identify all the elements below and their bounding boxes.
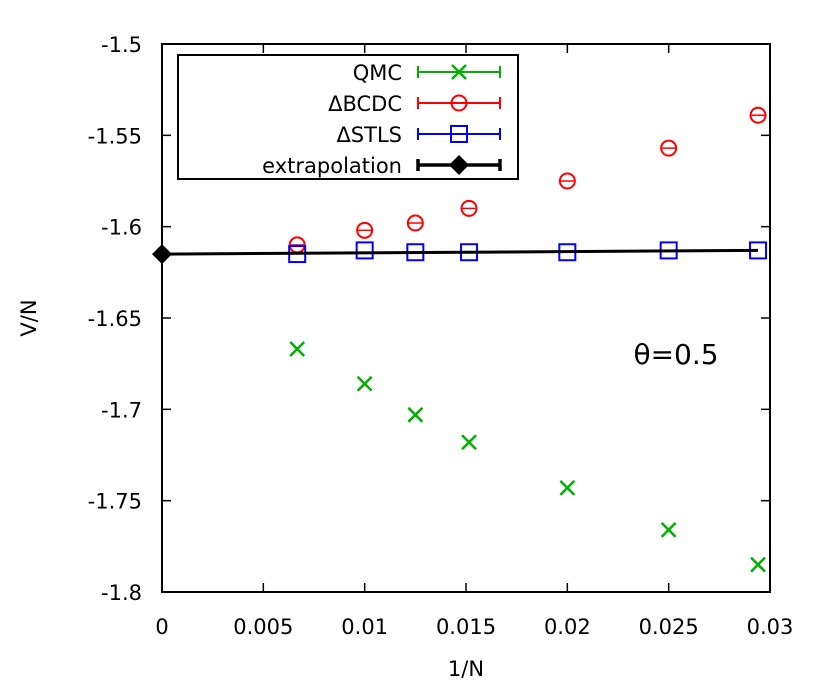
theta-annotation: θ=0.5	[633, 338, 718, 371]
data-point	[660, 139, 678, 157]
data-point	[407, 406, 424, 423]
plot-frame	[161, 43, 771, 593]
legend-entry-label: extrapolation	[262, 154, 402, 178]
series-bcdc	[288, 106, 767, 254]
data-point	[460, 199, 478, 217]
data-point	[289, 341, 306, 357]
x-tick-label: 0.015	[436, 615, 496, 639]
x-tick-label: 0.025	[639, 615, 699, 639]
legend-marker	[451, 64, 467, 80]
x-tick-label: 0.005	[233, 615, 293, 639]
data-point	[559, 479, 576, 496]
y-tick-label: -1.75	[88, 490, 142, 514]
legend: QMC ΔBCDC ΔSTLS extrapolation	[177, 54, 519, 180]
marker-stroke	[461, 434, 477, 451]
legend-entry-label: ΔSTLS	[336, 123, 402, 147]
legend-marker	[450, 94, 468, 112]
data-point	[355, 241, 374, 260]
marker-stroke	[660, 522, 677, 538]
x-tick-label: 0.02	[544, 615, 591, 639]
y-tick-label: -1.5	[101, 33, 142, 57]
y-tick-label: -1.7	[101, 398, 142, 422]
x-tick-label: 0.01	[341, 615, 388, 639]
data-point	[750, 556, 766, 573]
legend-entry-label: QMC	[353, 61, 402, 85]
marker-stroke	[559, 479, 576, 496]
data-point	[288, 236, 306, 254]
y-tick-label: -1.8	[101, 581, 142, 605]
marker-stroke	[356, 375, 373, 392]
marker-stroke	[289, 341, 306, 357]
data-point	[558, 172, 576, 190]
data-point	[406, 214, 424, 232]
y-tick-label: -1.6	[101, 216, 142, 240]
series-extrapolation	[152, 244, 759, 265]
series-qmc	[289, 341, 766, 573]
data-point	[356, 375, 373, 392]
legend-marker	[450, 125, 468, 143]
data-point	[660, 522, 677, 538]
y-tick-label: -1.55	[88, 124, 142, 148]
data-point	[749, 106, 767, 124]
data-point	[356, 221, 374, 239]
x-axis-label: 1/N	[448, 657, 484, 681]
x-tick-label: 0	[155, 615, 168, 639]
marker-stroke	[451, 64, 467, 80]
marker-stroke	[750, 556, 766, 573]
marker-diamond	[449, 155, 469, 175]
legend-entry-label: ΔBCDC	[328, 92, 402, 116]
marker-square	[450, 125, 468, 143]
legend-marker	[449, 155, 469, 175]
y-axis-label: V/N	[17, 299, 41, 336]
extrapolation-line	[161, 248, 759, 256]
y-tick-label: -1.65	[88, 307, 142, 331]
marker-square	[355, 241, 374, 260]
marker-stroke	[407, 406, 424, 423]
data-point	[461, 434, 477, 451]
axis-ticks: 0 0.005 0.01 0.015 0.02 0.025 0.03 -1.5 -1.55 -1.…	[88, 33, 794, 639]
x-tick-label: 0.03	[747, 615, 794, 639]
